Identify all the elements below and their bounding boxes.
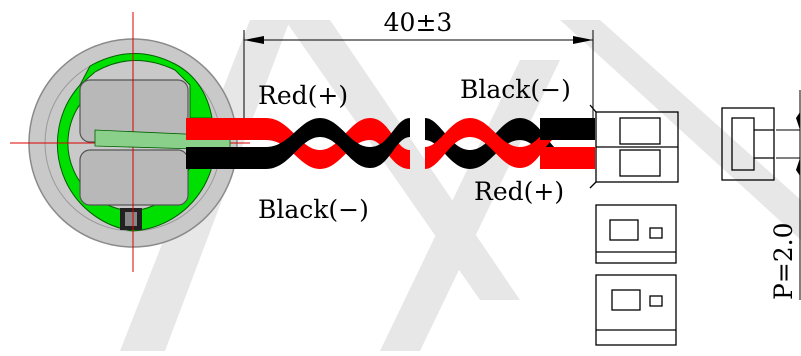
connector-top-view — [595, 204, 677, 264]
label-battery-black: Black(−) — [258, 195, 369, 224]
label-connector-black: Black(−) — [460, 75, 571, 104]
label-battery-red: Red(+) — [258, 81, 348, 110]
length-dimension: 40±3 — [243, 8, 594, 120]
coin-cell-battery — [10, 12, 250, 272]
label-connector-red: Red(+) — [474, 177, 564, 206]
connector-side-view — [589, 104, 679, 189]
connector-front-view — [721, 107, 775, 181]
length-dimension-label: 40±3 — [384, 8, 453, 37]
wire-segment-left — [186, 118, 410, 169]
pitch-dimension: P=2.0 — [769, 90, 801, 300]
pitch-label: P=2.0 — [769, 222, 798, 300]
connector-bottom-view — [595, 274, 677, 346]
wire-segment-right — [425, 118, 595, 169]
